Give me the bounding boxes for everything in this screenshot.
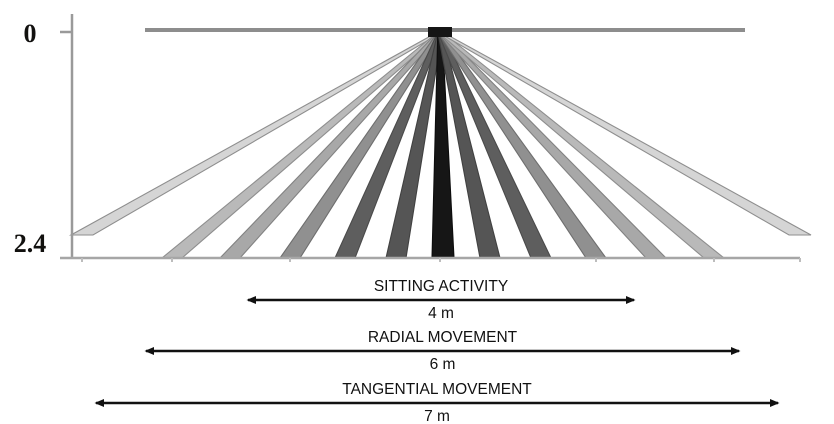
dimension-label-radial-movement: RADIAL MOVEMENT — [368, 329, 518, 346]
dimension-label-tangential-movement: TANGENTIAL MOVEMENT — [342, 381, 532, 398]
beam-wedge — [436, 31, 668, 259]
dimension-value-radial-movement: 6 m — [430, 356, 456, 373]
floor-axis-ticks — [81, 258, 801, 262]
dimension-value-sitting-activity: 4 m — [428, 305, 454, 322]
y-tick-label-top: 0 — [24, 19, 37, 48]
beam-wedge — [435, 31, 812, 236]
dimension-value-tangential-movement: 7 m — [424, 408, 450, 424]
dimension-annotations-group: SITTING ACTIVITY 4 m RADIAL MOVEMENT 6 m TAN… — [94, 278, 780, 424]
beam-fan-group — [68, 31, 812, 259]
sensor-module-icon — [428, 27, 452, 37]
beam-wedge — [334, 31, 444, 259]
dimension-label-sitting-activity: SITTING ACTIVITY — [374, 278, 508, 295]
y-tick-label-bottom: 2.4 — [14, 229, 47, 258]
beam-wedge — [68, 31, 445, 236]
beam-wedge — [436, 31, 552, 259]
